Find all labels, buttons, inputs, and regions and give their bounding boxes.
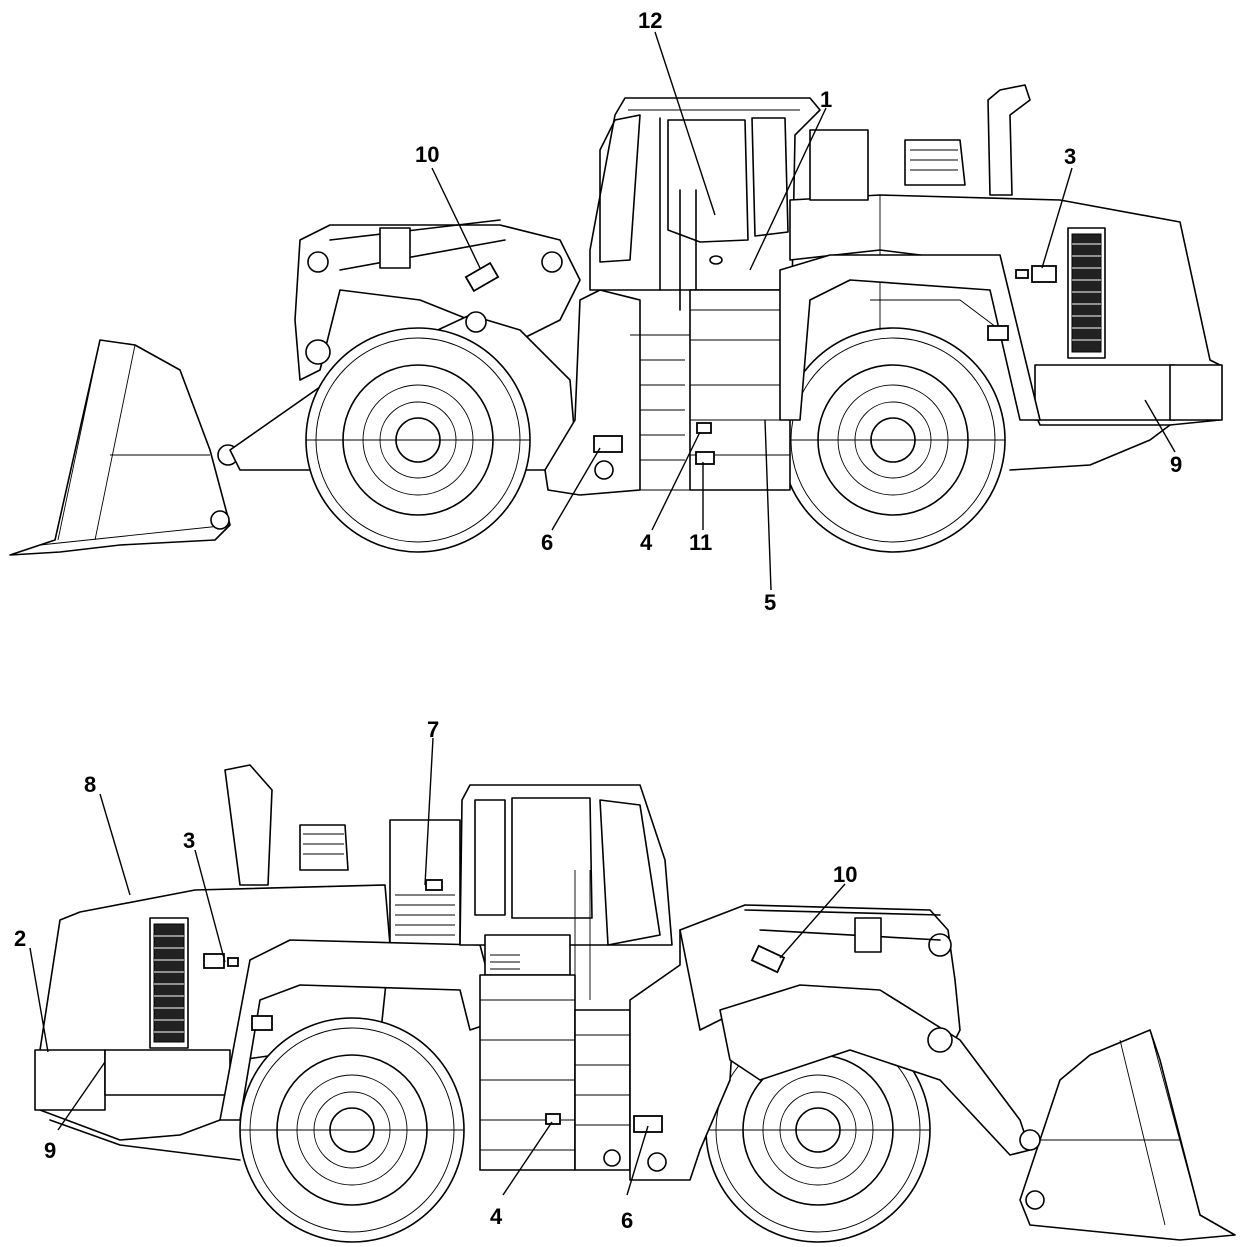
decal-rear-side-bottom (251, 1015, 273, 1031)
decal-7-bottom (425, 879, 443, 891)
cab-bottom (459, 784, 673, 1000)
callouts-bottom: 7 8 3 10 2 9 4 6 (14, 717, 857, 1233)
decal-3-top (1031, 265, 1057, 283)
ladder-bottom (479, 974, 631, 1171)
decal-6-top (593, 435, 623, 453)
decal-3-bottom (203, 953, 225, 969)
callout-1-top: 1 (820, 87, 832, 112)
loader-left-side-view: 7 8 3 10 2 9 4 6 (14, 717, 1236, 1243)
decal-4-top (696, 422, 712, 434)
loader-right-side-view: 12 1 10 3 9 6 4 11 5 (9, 8, 1223, 615)
bucket-top (9, 339, 239, 556)
callout-12-top: 12 (638, 8, 662, 33)
callout-9-bottom: 9 (44, 1138, 56, 1163)
decal-11-top (695, 451, 715, 465)
decal-3b-top (1015, 269, 1029, 279)
rear-wheel-top (780, 327, 1006, 553)
decal-rear-side-top (987, 325, 1009, 341)
ladder-top (679, 189, 791, 491)
lift-arm-bottom (679, 904, 1031, 1156)
callouts-top: 12 1 10 3 9 6 4 11 5 (415, 8, 1182, 615)
bucket-bottom (1019, 1029, 1236, 1241)
engine-hood-top (779, 84, 1223, 471)
front-wheel-top (305, 327, 531, 553)
callout-10-top: 10 (415, 142, 439, 167)
callout-6-top: 6 (541, 530, 553, 555)
callout-11-top: 11 (689, 530, 712, 555)
callout-6-bottom: 6 (621, 1208, 633, 1233)
callout-4-bottom: 4 (490, 1204, 503, 1229)
callout-3-top: 3 (1064, 144, 1076, 169)
callout-9-top: 9 (1170, 452, 1182, 477)
rear-wheel-bottom (239, 1017, 465, 1243)
decals-bottom (203, 879, 786, 1133)
callout-2-bottom: 2 (14, 926, 26, 951)
callout-3-bottom: 3 (183, 828, 195, 853)
decal-10-bottom (750, 944, 786, 974)
decal-4-bottom (545, 1113, 561, 1125)
leaders-top (431, 31, 1176, 591)
callout-8-bottom: 8 (84, 772, 96, 797)
callout-10-bottom: 10 (833, 862, 857, 887)
callout-5-top: 5 (764, 590, 776, 615)
callout-7-bottom: 7 (427, 717, 439, 742)
callout-4-top: 4 (640, 530, 653, 555)
decal-6-bottom (633, 1115, 663, 1133)
decals-top (464, 261, 1057, 465)
decal-3b-bottom (227, 957, 239, 967)
engine-hood-bottom (34, 764, 501, 1161)
decal-10-top (464, 261, 500, 293)
leaders-bottom (29, 737, 846, 1196)
